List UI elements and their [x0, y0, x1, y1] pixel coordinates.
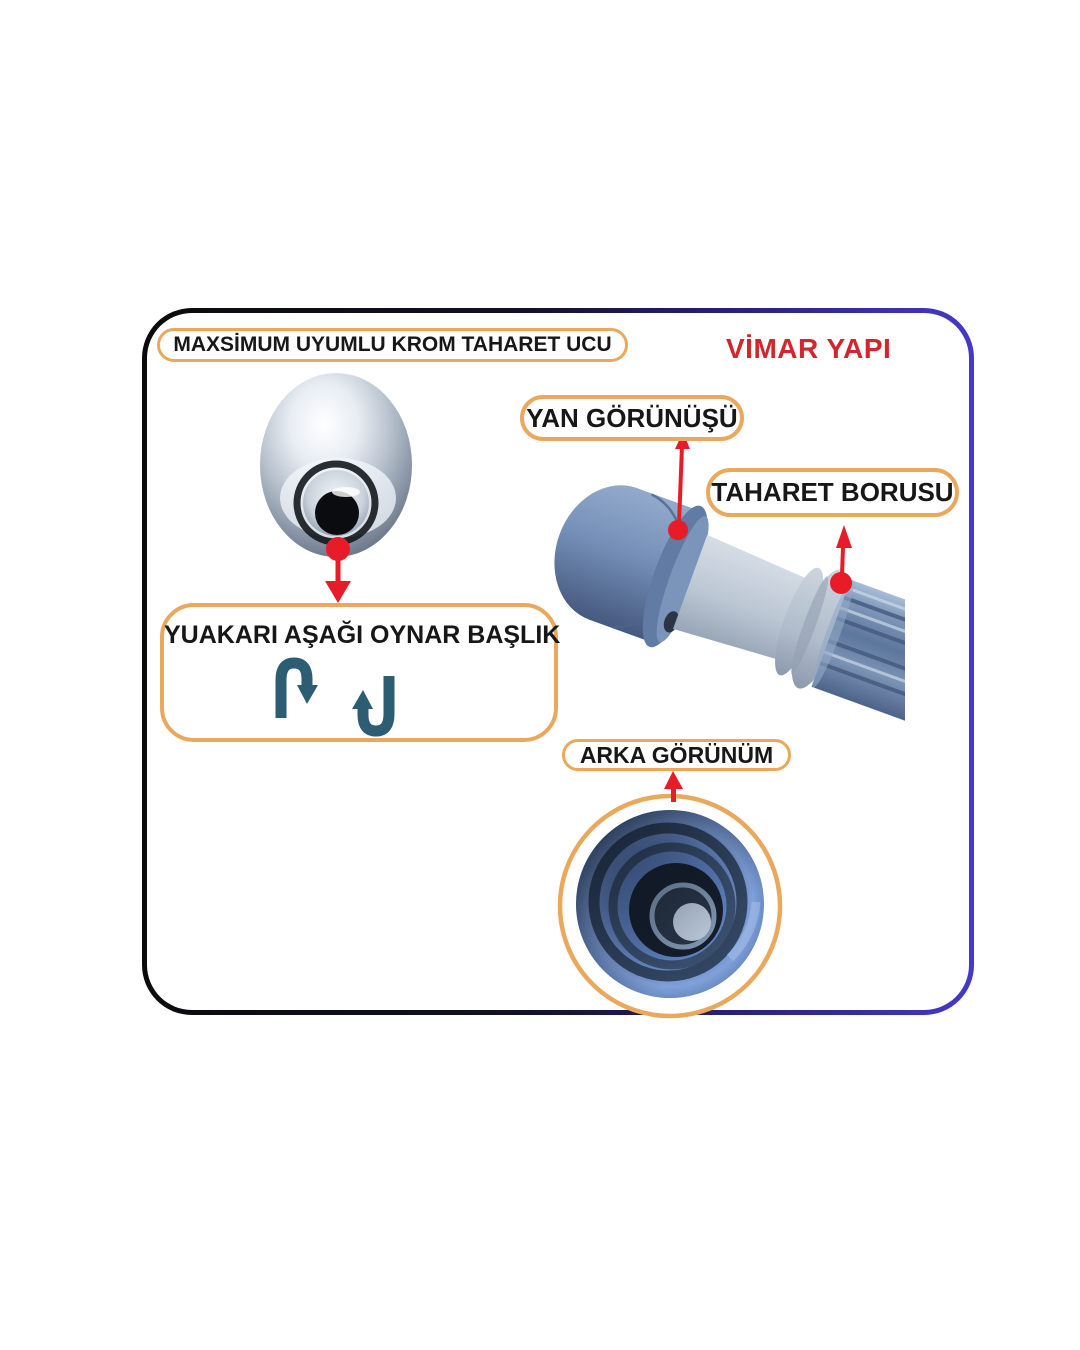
nozzle-hole — [315, 491, 359, 535]
rotate-up-arrowhead — [352, 690, 373, 709]
rotate-up-icon — [357, 676, 395, 737]
title-pill: MAXSİMUM UYUMLU KROM TAHARET UCU — [157, 328, 628, 362]
side-view-photo — [554, 485, 905, 739]
rotate-down-arrowhead — [297, 685, 318, 704]
arrow-ball-to-head-box — [325, 537, 351, 603]
pointer-arrows-overlay — [325, 432, 852, 802]
back-view-photo — [557, 793, 783, 1019]
pipe-label: TAHARET BORUSU — [711, 477, 954, 507]
ribbed-pipe — [811, 579, 905, 739]
arrow-pipe-to-pipe-label — [830, 525, 852, 594]
cap-dome — [554, 485, 672, 623]
flange-groove — [790, 576, 829, 675]
movable-head-label: YUAKARI AŞAĞI OYNAR BAŞLIK — [164, 621, 561, 649]
cap-rim-face — [656, 516, 709, 643]
rotate-arrows — [275, 657, 395, 737]
movable-head-box: YUAKARI AŞAĞI OYNAR BAŞLIK — [160, 603, 561, 742]
rim-highlight — [726, 901, 761, 962]
arrow-circle-to-back-label — [664, 771, 683, 802]
flange-lobe-1 — [775, 567, 824, 676]
brand-name: VİMAR YAPI — [726, 333, 892, 364]
flange-lobe-2 — [791, 569, 848, 689]
side-view-label-pill: YAN GÖRÜNÜŞÜ — [520, 395, 744, 441]
shaft — [673, 534, 807, 660]
pipe-start-shade — [812, 580, 854, 688]
pipe-highlights — [823, 586, 905, 705]
title-text: MAXSİMUM UYUMLU KROM TAHARET UCU — [173, 333, 612, 356]
pipe-flutes — [819, 595, 905, 717]
back-view-label-pill: ARKA GÖRÜNÜM — [562, 739, 791, 771]
nozzle-glint — [332, 487, 360, 497]
rotate-down-icon — [275, 657, 313, 718]
back-opening-shadow — [576, 810, 764, 998]
pipe-label-pill: TAHARET BORUSU — [706, 468, 959, 517]
side-view-label: YAN GÖRÜNÜŞÜ — [526, 402, 738, 433]
arrow-cap-to-side-label — [668, 432, 690, 540]
chrome-head-photo — [260, 373, 412, 557]
back-view-label: ARKA GÖRÜNÜM — [579, 741, 774, 768]
